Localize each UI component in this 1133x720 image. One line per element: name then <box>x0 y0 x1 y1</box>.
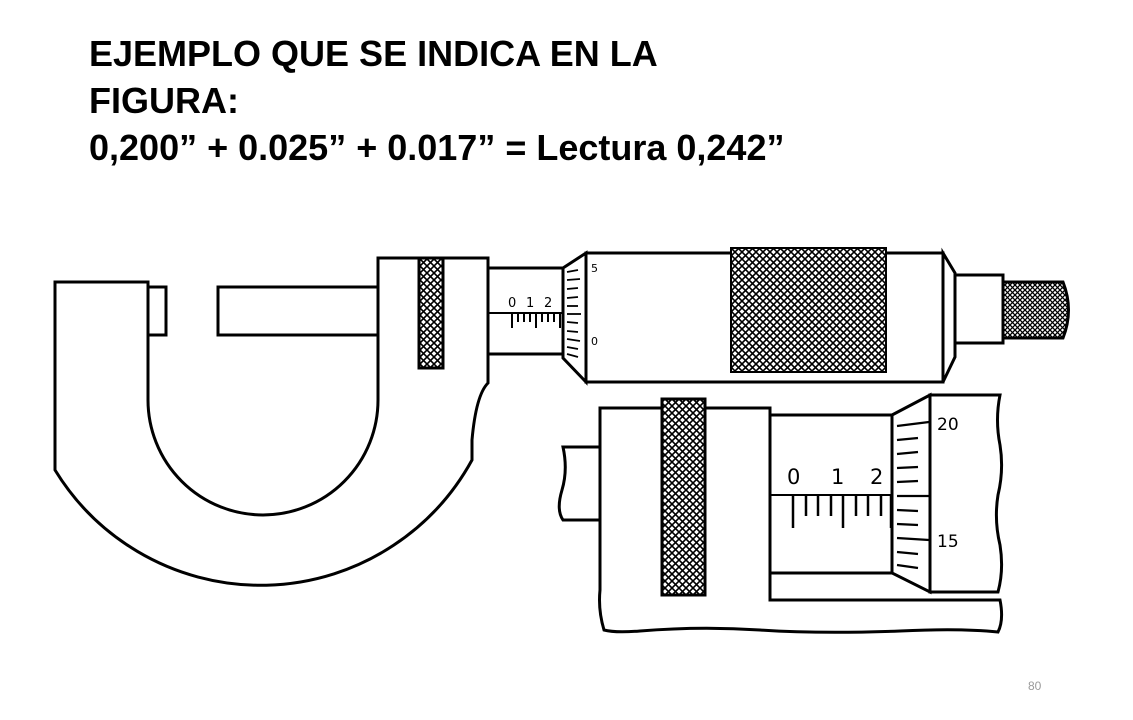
main-thimble-label-0: 0 <box>591 335 598 348</box>
micrometer-detail <box>557 392 1004 634</box>
detail-lock-nut <box>660 397 707 597</box>
detail-sleeve-label-2: 2 <box>870 465 883 489</box>
title-line-3: 0,200” + 0.025” + 0.017” = Lectura 0,242… <box>89 127 785 168</box>
thimble-end-cap <box>941 247 957 383</box>
spindle <box>216 285 380 337</box>
detail-sleeve-scale <box>791 495 893 528</box>
detail-thimble <box>928 393 1004 594</box>
detail-thimble-label-20: 20 <box>937 415 959 435</box>
detail-sleeve-label-0: 0 <box>787 465 800 489</box>
main-sleeve-label-1: 1 <box>526 296 534 311</box>
slide-title: EJEMPLO QUE SE INDICA EN LA FIGURA: 0,20… <box>89 30 1089 171</box>
sleeve <box>486 266 565 356</box>
micrometer-main <box>53 247 1070 587</box>
main-sleeve-label-0: 0 <box>508 296 516 311</box>
detail-sleeve-labels: 0 1 2 <box>787 465 883 489</box>
page-number: 80 <box>1028 679 1042 693</box>
title-line-1: EJEMPLO QUE SE INDICA EN LA <box>89 33 658 74</box>
title-line-2: FIGURA: <box>89 80 239 121</box>
main-sleeve-labels: 0 1 2 <box>508 296 552 311</box>
main-sleeve-label-2: 2 <box>544 296 552 311</box>
ratchet-knob <box>1001 280 1070 340</box>
lock-nut <box>417 256 445 370</box>
detail-thimble-labels: 20 15 <box>937 415 959 552</box>
main-thimble-labels: 5 0 <box>591 262 598 348</box>
detail-thimble-scale <box>896 420 930 570</box>
detail-spindle <box>557 445 600 522</box>
main-thimble-scale <box>566 269 581 358</box>
micrometer-frame <box>53 256 490 587</box>
ratchet-neck <box>953 273 1005 345</box>
main-sleeve-scale <box>511 313 561 328</box>
thimble-grip <box>730 247 887 373</box>
detail-sleeve-label-1: 1 <box>831 465 844 489</box>
detail-thimble-label-15: 15 <box>937 532 959 552</box>
anvil <box>146 285 168 337</box>
thimble-bevel <box>561 250 588 386</box>
main-thimble-label-5: 5 <box>591 262 598 275</box>
